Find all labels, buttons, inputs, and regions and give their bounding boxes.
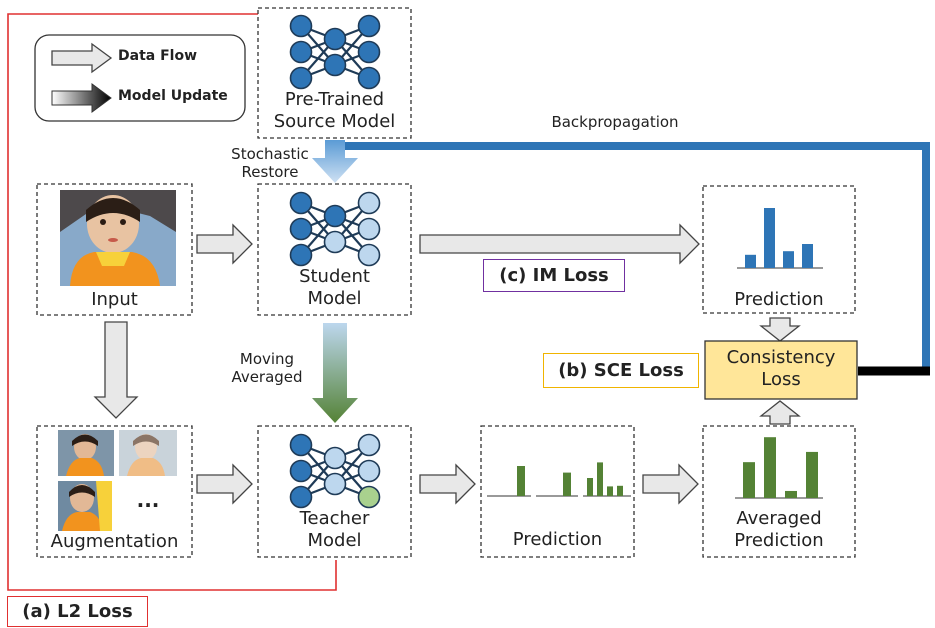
network-node [289,191,313,215]
stochastic-restore-label: Stochastic Restore [215,145,325,181]
arrow-input-to-augmentation [93,321,139,419]
teacher-prediction-label: Prediction [512,529,603,550]
network-node [357,433,381,457]
network-node [357,485,381,509]
network-node [323,446,347,470]
moving-averaged-line1: Moving [239,350,295,368]
source-model-network-icon [289,14,381,90]
chart-bar [607,486,613,496]
teacher-model-line2: Model [307,529,362,551]
arrow-augmentation-to-teacher [196,463,253,505]
l2-loss-connector [7,13,337,591]
averaged-prediction-box [702,425,856,558]
network-node [289,40,313,64]
network-node [357,14,381,38]
averaged-prediction-label: Averaged Prediction [703,508,855,551]
network-node [357,40,381,64]
augmentation-ellipsis: ... [136,488,160,512]
input-image [60,190,176,286]
stochastic-restore-arrow [312,140,358,183]
im-loss-label: (c) IM Loss [483,259,625,292]
network-node [357,243,381,267]
student-model-network-icon [289,191,381,267]
network-node [289,217,313,241]
chart-bar [587,478,593,496]
arrow-prediction-to-consistency [759,317,801,342]
network-node [323,472,347,496]
arrow-student-to-prediction [419,223,700,265]
source-model-line1: Pre-Trained [284,89,385,110]
chart-bar [783,251,794,268]
network-node [289,66,313,90]
chart-bar [517,466,525,496]
averaged-prediction-line2: Prediction [734,529,824,551]
teacher-prediction-chart [487,462,631,497]
consistency-loss-line2: Loss [761,368,801,390]
network-node [289,485,313,509]
arrow-teacher-to-prediction [419,463,476,505]
source-model-label: Pre-Trained Source Model [258,89,411,132]
legend-data-flow-label: Data Flow [118,48,197,64]
student-prediction-label: Prediction [734,289,824,310]
data-flow-legend-arrow [51,42,113,74]
network-node [357,66,381,90]
teacher-model-line1: Teacher [299,508,370,529]
averaged-prediction-line1: Averaged [736,508,822,529]
consistency-loss-label: Consistency Loss [705,347,857,390]
network-node [323,27,347,51]
model-update-legend-arrow [51,83,112,113]
network-node [289,14,313,38]
teacher-model-network-icon [289,433,381,509]
stochastic-restore-line1: Stochastic [231,145,309,163]
teacher-model-label: Teacher Model [258,508,411,551]
chart-bar [764,437,776,498]
augmentation-label: Augmentation [50,531,179,552]
sce-loss-label: (b) SCE Loss [543,353,699,388]
arrow-averaged-to-consistency [759,400,801,425]
input-label: Input [91,289,138,310]
network-node [357,217,381,241]
network-node [289,433,313,457]
backpropagation-line [345,142,930,375]
chart-bar [563,472,571,496]
averaged-prediction-chart [735,437,823,499]
student-prediction-chart [737,208,823,269]
backpropagation-label: Backpropagation [551,113,679,131]
teacher-prediction-box [480,425,635,558]
student-model-line2: Model [307,287,362,309]
student-model-line1: Student [299,266,370,287]
moving-averaged-line2: Averaged [231,367,303,386]
moving-averaged-arrow [312,323,358,423]
chart-bar [806,451,818,498]
chart-bar [764,208,775,268]
moving-averaged-label: Moving Averaged [212,350,322,386]
network-node [289,459,313,483]
augmentation-image-1 [58,430,114,476]
network-node [357,191,381,215]
source-model-line2: Source Model [273,110,396,132]
chart-bar [743,462,755,498]
legend-model-update-label: Model Update [118,88,228,104]
consistency-loss-line1: Consistency [726,347,836,368]
chart-bar [597,462,603,496]
stochastic-restore-line2: Restore [241,162,299,181]
l2-loss-label: (a) L2 Loss [7,596,148,627]
arrow-input-to-student [196,223,253,265]
network-node [289,243,313,267]
network-node [357,459,381,483]
arrow-prediction-to-averaged [642,463,699,505]
consistency-loss-box [704,340,858,400]
student-model-label: Student Model [258,266,411,309]
chart-bar [745,254,756,268]
network-node [323,230,347,254]
chart-bar [802,244,813,268]
augmentation-image-2 [119,430,177,476]
chart-bar [617,485,623,496]
student-prediction-box [702,185,856,314]
chart-bar [785,490,797,498]
network-node [323,204,347,228]
augmentation-image-3 [58,481,112,531]
network-node [323,53,347,77]
